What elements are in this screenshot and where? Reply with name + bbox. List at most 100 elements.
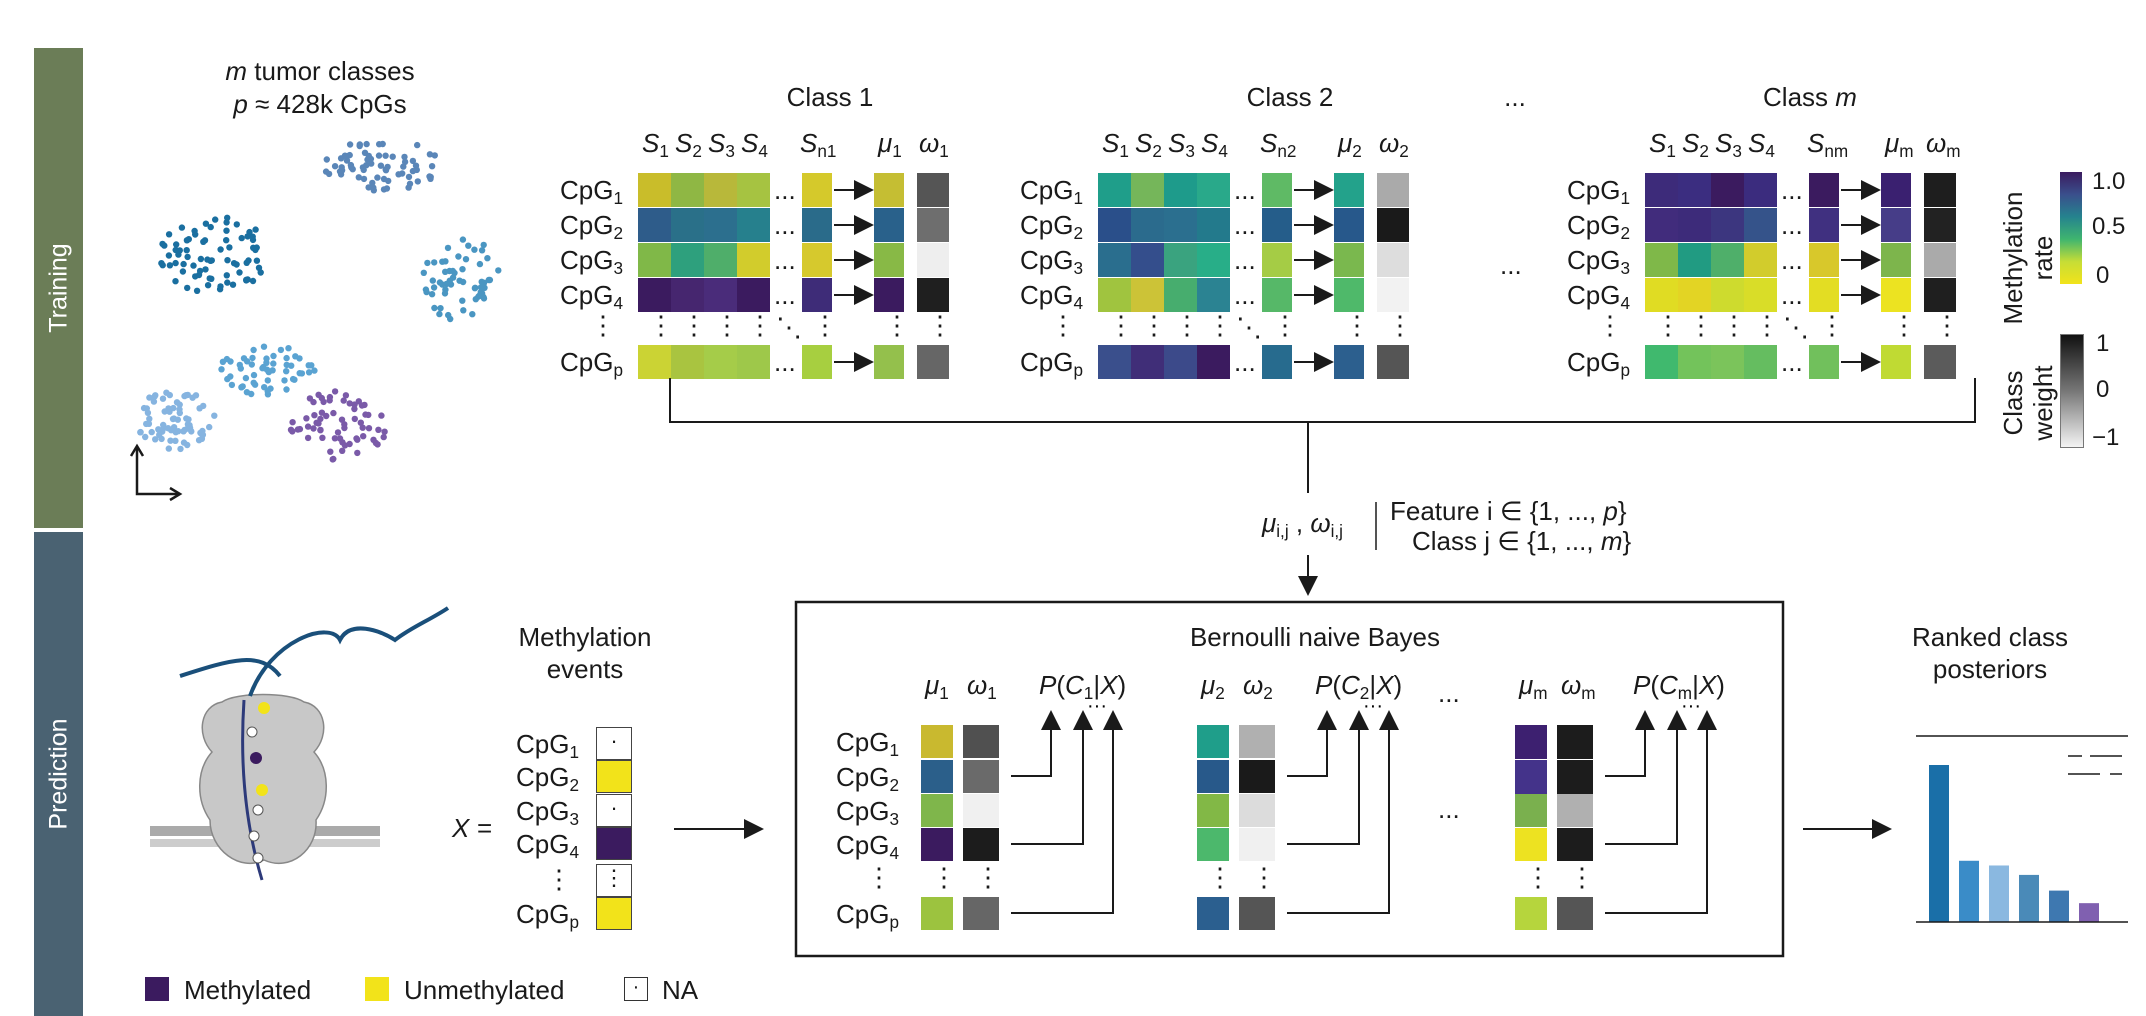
scatter-point-cluster-6: [329, 456, 336, 463]
mu-cell: [874, 345, 904, 379]
weight-tick-1: 1: [2096, 330, 2110, 357]
sample-n-cell: [1809, 278, 1839, 312]
class-ellipsis: ...: [1504, 82, 1526, 112]
nb-col-vdots: ⋮: [975, 862, 1001, 892]
matrix-cell: [1744, 208, 1777, 242]
scatter-point-cluster-3: [446, 267, 453, 275]
sample-header: S4: [741, 128, 768, 162]
scatter-point-cluster-2: [249, 277, 257, 285]
col-vdots: ⋮: [1207, 310, 1233, 340]
matrix-cell: [1164, 208, 1197, 242]
scatter-point-cluster-3: [469, 311, 476, 318]
ellipsis: ...: [774, 347, 796, 377]
nb-omega-cell: [1239, 725, 1275, 758]
mu-cell: [874, 173, 904, 207]
nb-omega-cell: [1557, 828, 1593, 861]
nb-omega-cell: [963, 794, 999, 827]
sample-n-header: Snm: [1807, 128, 1849, 162]
scatter-point-cluster-5: [143, 405, 150, 412]
scatter-point-cluster-6: [317, 427, 324, 434]
scatter-point-cluster-2: [224, 257, 231, 264]
scatter-point-cluster-1: [374, 174, 381, 181]
scatter-point-cluster-1: [364, 156, 371, 163]
scatter-point-cluster-4: [250, 346, 257, 354]
scatter-point-cluster-5: [152, 436, 159, 443]
scatter-point-cluster-3: [460, 307, 467, 314]
sample-n-cell: [1809, 243, 1839, 277]
scatter-point-cluster-4: [219, 358, 227, 365]
scatter-point-cluster-6: [339, 447, 346, 454]
matrix-cell: [737, 345, 770, 379]
scatter-point-cluster-1: [375, 152, 383, 159]
mu-header: μm: [1885, 128, 1914, 162]
nb-elbow-arrow: [1011, 710, 1061, 777]
scatter-point-cluster-2: [217, 283, 224, 290]
scatter-point-cluster-5: [146, 415, 153, 422]
col-vdots: ⋮: [1721, 310, 1747, 340]
scatter-point-cluster-5: [151, 393, 158, 400]
scatter-point-cluster-2: [233, 221, 240, 228]
ranked-bar-4: [2019, 874, 2039, 922]
matrix-cell: [1098, 173, 1131, 207]
nb-row-vdots: ⋮: [866, 862, 892, 892]
scatter-point-cluster-5: [169, 415, 177, 423]
scatter-point-cluster-4: [270, 360, 277, 367]
scatter-point-cluster-5: [180, 439, 188, 446]
matrix-cell: [1744, 173, 1777, 207]
sample-n-cell: [1809, 345, 1839, 379]
ranked-bar-2: [1959, 860, 1979, 922]
col-vdots: ⋮: [1174, 310, 1200, 340]
scatter-point-cluster-2: [202, 266, 209, 273]
matrix-cell: [1164, 278, 1197, 312]
ellipsis: ...: [774, 210, 796, 240]
scatter-point-cluster-3: [485, 276, 492, 284]
mu-header: μ1: [878, 128, 902, 162]
row-label-cpg1-class3: CpG1: [1567, 175, 1631, 209]
x-row-label: CpG1: [516, 729, 580, 763]
scatter-point-cluster-3: [476, 260, 484, 268]
scatter-point-cluster-3: [441, 290, 449, 297]
nb-mu-cell: [921, 760, 953, 793]
scatter-point-cluster-2: [184, 284, 191, 292]
class-2-title: Class 2: [1246, 82, 1334, 112]
scatter-point-cluster-1: [414, 178, 421, 185]
mu-cell: [1881, 243, 1911, 277]
scatter-point-cluster-2: [223, 219, 230, 226]
prediction-band: Prediction: [34, 532, 83, 1016]
matrix-cell: [638, 243, 671, 277]
col-vdots: ⋮: [1819, 310, 1845, 340]
nb-elbow-arrow: [1011, 710, 1093, 845]
omega-header: ω1: [919, 128, 949, 162]
scatter-point-cluster-2: [223, 272, 230, 279]
matrix-cell: [671, 243, 704, 277]
scatter-point-cluster-2: [172, 246, 179, 254]
rate-tick-0: 0: [2096, 262, 2110, 289]
omega-cell: [917, 278, 949, 312]
scatter-point-cluster-2: [243, 276, 250, 283]
matrix-cell: [704, 173, 737, 207]
scatter-point-cluster-6: [318, 394, 325, 402]
weight-colorbar: [2060, 334, 2084, 448]
nb-elbow-arrow: [1287, 710, 1337, 777]
scatter-point-cluster-5: [167, 437, 174, 444]
scatter-point-cluster-6: [365, 425, 373, 432]
scatter-point-cluster-2: [229, 281, 237, 288]
nb-arrows: ·········: [1011, 695, 1717, 914]
matrix-cell: [1711, 278, 1744, 312]
training-band: Training: [34, 48, 83, 528]
scatter-point-cluster-4: [267, 385, 274, 392]
scatter-point-cluster-3: [431, 259, 438, 266]
nb-mu-cell: [921, 794, 953, 827]
nb-posterior-label: P(C2|X): [1315, 670, 1403, 704]
scatter-point-cluster-4: [281, 377, 288, 384]
nb-omega-header: ω2: [1243, 670, 1273, 704]
scatter-point-cluster-6: [346, 400, 353, 407]
scatter-point-cluster-2: [165, 252, 173, 259]
scatter-point-cluster-6: [331, 388, 339, 395]
nb-row-label: CpGp: [836, 899, 900, 933]
scatter-point-cluster-3: [451, 269, 458, 277]
sample-n-cell: [802, 208, 832, 242]
scatter-point-cluster-2: [236, 269, 243, 276]
sample-n-cell: [1262, 278, 1292, 312]
nb-col-vdots: ⋮: [1525, 862, 1551, 892]
